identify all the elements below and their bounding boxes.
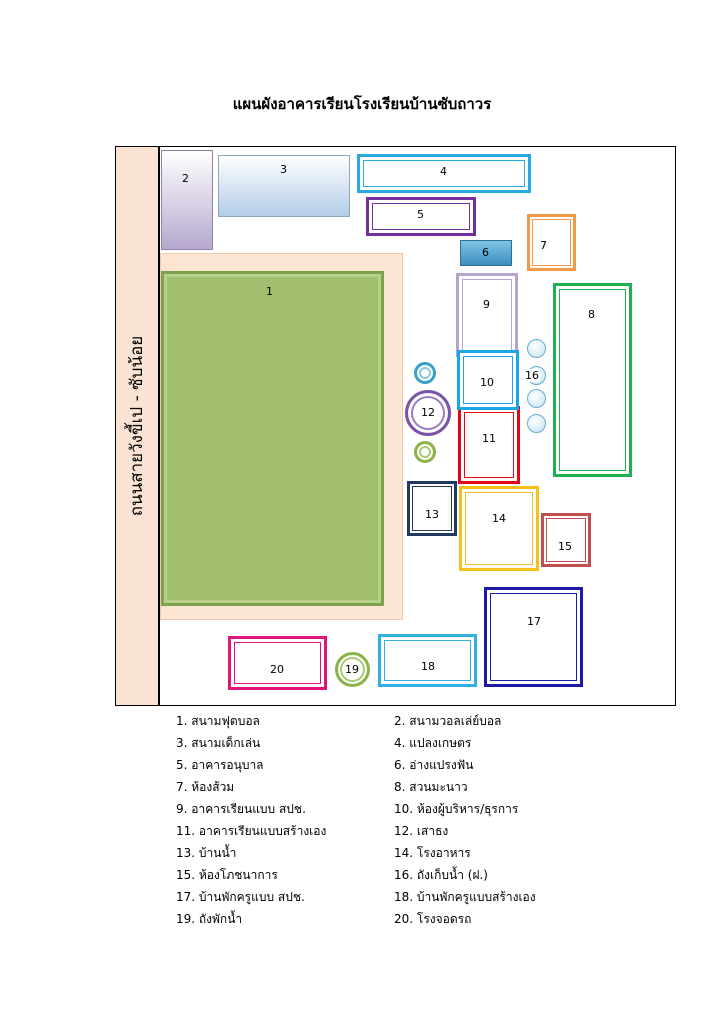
legend-item: 13. บ้านน้ำ: [176, 846, 237, 860]
self-built-teacher-house: [378, 634, 477, 687]
legend-item: 16. ถังเก็บน้ำ (ฝ.): [394, 868, 488, 882]
tooth-brushing-sink: [460, 240, 512, 266]
label-12: 12: [421, 406, 435, 419]
label-8: 8: [588, 308, 595, 321]
flagpole-icon: [405, 390, 451, 436]
label-14: 14: [492, 512, 506, 525]
kindergarten-building: [366, 197, 476, 236]
label-9: 9: [483, 298, 490, 311]
legend-item: 6. อ่างแปรงฟัน: [394, 758, 474, 772]
label-4: 4: [440, 165, 447, 178]
classroom-building-opc: [456, 273, 518, 357]
canteen: [459, 486, 539, 571]
water-reservoir-icon: [335, 652, 370, 687]
legend-item: 7. ห้องส้วม: [176, 780, 235, 794]
toilet-building: [527, 214, 576, 271]
label-19: 19: [345, 663, 359, 676]
label-13: 13: [425, 508, 439, 521]
nutrition-room: [541, 513, 591, 567]
label-2: 2: [182, 172, 189, 185]
water-tank-icon: [527, 414, 546, 433]
self-built-classroom-building: [458, 406, 520, 484]
volleyball-court: [161, 150, 213, 250]
legend-item: 15. ห้องโภชนาการ: [176, 868, 278, 882]
teacher-house-opc: [484, 587, 583, 687]
lime-garden: [553, 283, 632, 477]
small-circle-icon: [414, 441, 436, 463]
label-6: 6: [482, 246, 489, 259]
legend-item: 4. แปลงเกษตร: [394, 736, 472, 750]
playground: [218, 155, 350, 217]
legend-item: 18. บ้านพักครูแบบสร้างเอง: [394, 890, 536, 904]
label-5: 5: [417, 208, 424, 221]
label-1: 1: [266, 285, 273, 298]
label-20: 20: [270, 663, 284, 676]
road-strip: [115, 146, 160, 706]
legend-item: 20. โรงจอดรถ: [394, 912, 472, 926]
legend-item: 19. ถังพักน้ำ: [176, 912, 243, 926]
legend-item: 17. บ้านพักครูแบบ สปช.: [176, 890, 305, 904]
legend-item: 2. สนามวอลเล่ย์บอล: [394, 714, 502, 728]
legend-item: 12. เสาธง: [394, 824, 449, 838]
label-16: 16: [524, 369, 540, 382]
label-3: 3: [280, 163, 287, 176]
page-title: แผนผังอาคารเรียนโรงเรียนบ้านซับถาวร: [232, 95, 492, 113]
label-17: 17: [527, 615, 541, 628]
label-10: 10: [480, 376, 494, 389]
water-house: [407, 481, 457, 536]
label-15: 15: [558, 540, 572, 553]
label-18: 18: [421, 660, 435, 673]
football-field: [161, 271, 384, 606]
water-tank-icon: [527, 389, 546, 408]
label-11: 11: [482, 432, 496, 445]
legend-item: 11. อาคารเรียนแบบสร้างเอง: [176, 824, 327, 838]
legend-item: 8. สวนมะนาว: [394, 780, 468, 794]
agriculture-plot: [357, 154, 531, 193]
legend-item: 1. สนามฟุตบอล: [176, 714, 260, 728]
legend-item: 10. ห้องผู้บริหาร/ธุรการ: [394, 802, 519, 816]
admin-office: [457, 350, 519, 410]
small-circle-icon: [414, 362, 436, 384]
legend-item: 9. อาคารเรียนแบบ สปช.: [176, 802, 306, 816]
garage: [228, 636, 327, 690]
legend-item: 3. สนามเด็กเล่น: [176, 736, 261, 750]
water-tank-icon: [527, 339, 546, 358]
label-7: 7: [540, 239, 547, 252]
legend-item: 5. อาคารอนุบาล: [176, 758, 264, 772]
legend-item: 14. โรงอาหาร: [394, 846, 471, 860]
road-label: ถนนสายวังขี้เป - ซับน้อย: [127, 335, 147, 517]
